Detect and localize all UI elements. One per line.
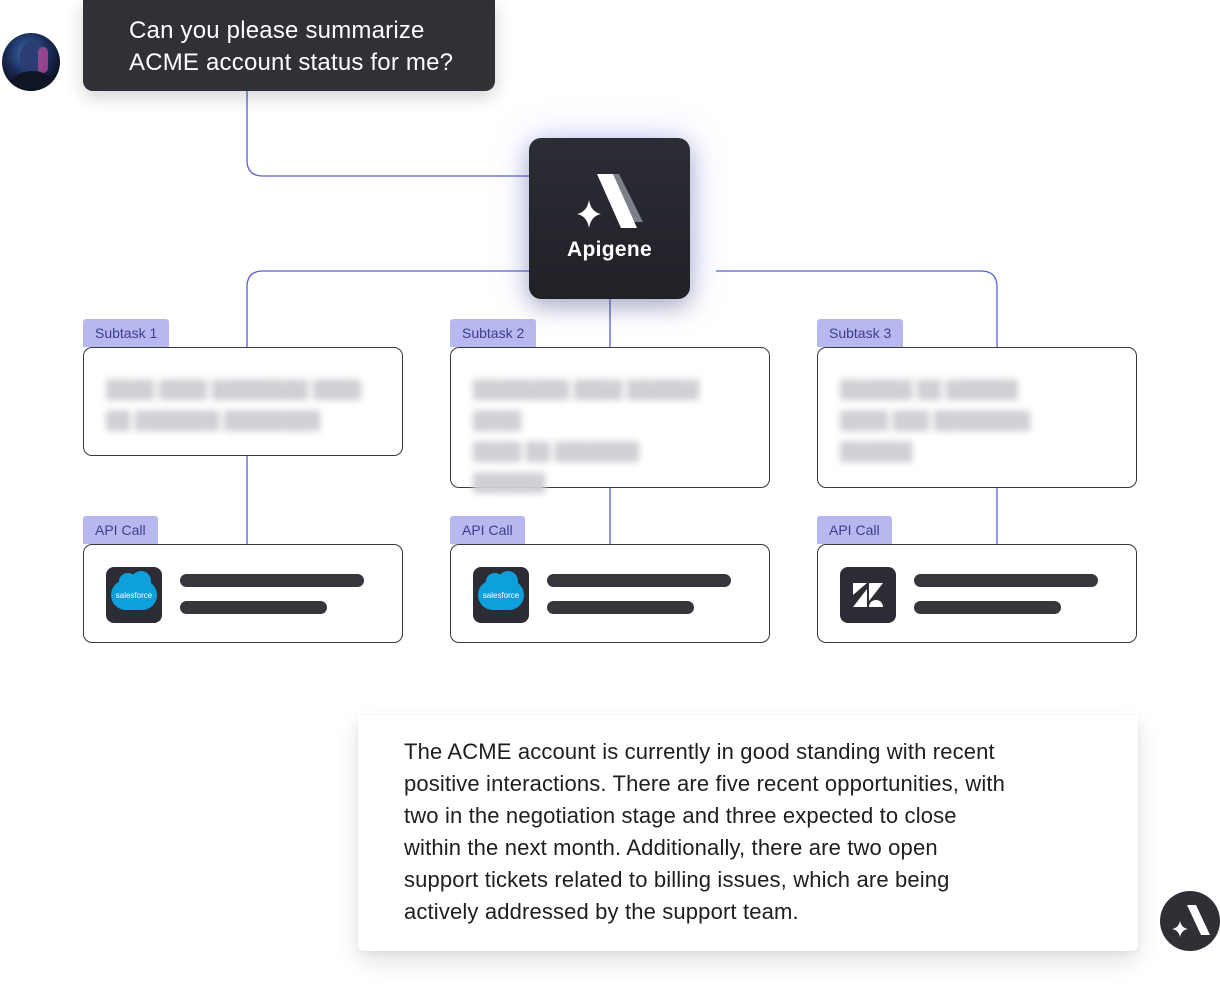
answer-line: within the next month. Additionally, the… xyxy=(404,835,938,860)
salesforce-icon: salesforce xyxy=(106,567,162,623)
connector-hub-subtask1 xyxy=(246,270,529,347)
api-call-2-placeholder-bar-2 xyxy=(547,601,694,614)
answer-line: The ACME account is currently in good st… xyxy=(404,739,995,764)
api-call-1-placeholder-bar-2 xyxy=(180,601,327,614)
answer-line: actively addressed by the support team. xyxy=(404,899,799,924)
api-call-2-placeholder-bar-1 xyxy=(547,574,731,587)
api-call-1-card: salesforce xyxy=(83,544,403,643)
api-call-2-tag: API Call xyxy=(450,516,525,544)
api-call-1-tag: API Call xyxy=(83,516,158,544)
api-call-1-placeholder-bar-1 xyxy=(180,574,364,587)
subtask-3-redacted-text: ██████ ██ ██████████ ███ ██████████████ xyxy=(840,380,1031,461)
apigene-hub: Apigene xyxy=(529,138,690,299)
zendesk-icon xyxy=(840,567,896,623)
subtask-1-tag: Subtask 1 xyxy=(83,319,170,347)
api-call-2-card: salesforce xyxy=(450,544,770,643)
question-line-1: Can you please summarize xyxy=(129,17,425,44)
subtask-1-card: ████ ████ ████████ ██████ ███████ ██████… xyxy=(83,347,403,456)
salesforce-logo-text: salesforce xyxy=(115,590,153,600)
salesforce-logo-text: salesforce xyxy=(482,590,520,600)
user-question-bubble: Can you please summarize ACME account st… xyxy=(83,0,495,91)
subtask-2-tag: Subtask 2 xyxy=(450,319,537,347)
answer-line: support tickets related to billing issue… xyxy=(404,867,950,892)
question-line-2: ACME account status for me? xyxy=(129,49,454,76)
subtask-1-redacted-text: ████ ████ ████████ ██████ ███████ ██████… xyxy=(106,380,362,430)
subtask-3-tag: Subtask 3 xyxy=(817,319,904,347)
answer-line: two in the negotiation stage and three e… xyxy=(404,803,957,828)
api-call-3-placeholder-bar-2 xyxy=(914,601,1061,614)
salesforce-icon: salesforce xyxy=(473,567,529,623)
apigene-logo-icon xyxy=(1172,905,1210,937)
api-call-3-placeholder-bar-1 xyxy=(914,574,1098,587)
connector-question-hub xyxy=(246,91,529,177)
subtask-2-redacted-text: ████████ ████ ██████ ████████ ██ ███████… xyxy=(473,380,700,492)
connector-hub-subtask3 xyxy=(716,270,998,347)
assistant-answer-bubble: The ACME account is currently in good st… xyxy=(358,716,1138,951)
hub-name: Apigene xyxy=(567,238,652,261)
api-call-3-card xyxy=(817,544,1137,643)
apigene-bot-avatar xyxy=(1160,891,1220,951)
subtask-3-card: ██████ ██ ██████████ ███ ██████████████ xyxy=(817,347,1137,488)
api-call-3-tag: API Call xyxy=(817,516,892,544)
answer-line: positive interactions. There are five re… xyxy=(404,771,1006,796)
user-avatar xyxy=(2,33,60,91)
apigene-logo-icon xyxy=(577,174,643,228)
subtask-2-card: ████████ ████ ██████ ████████ ██ ███████… xyxy=(450,347,770,492)
